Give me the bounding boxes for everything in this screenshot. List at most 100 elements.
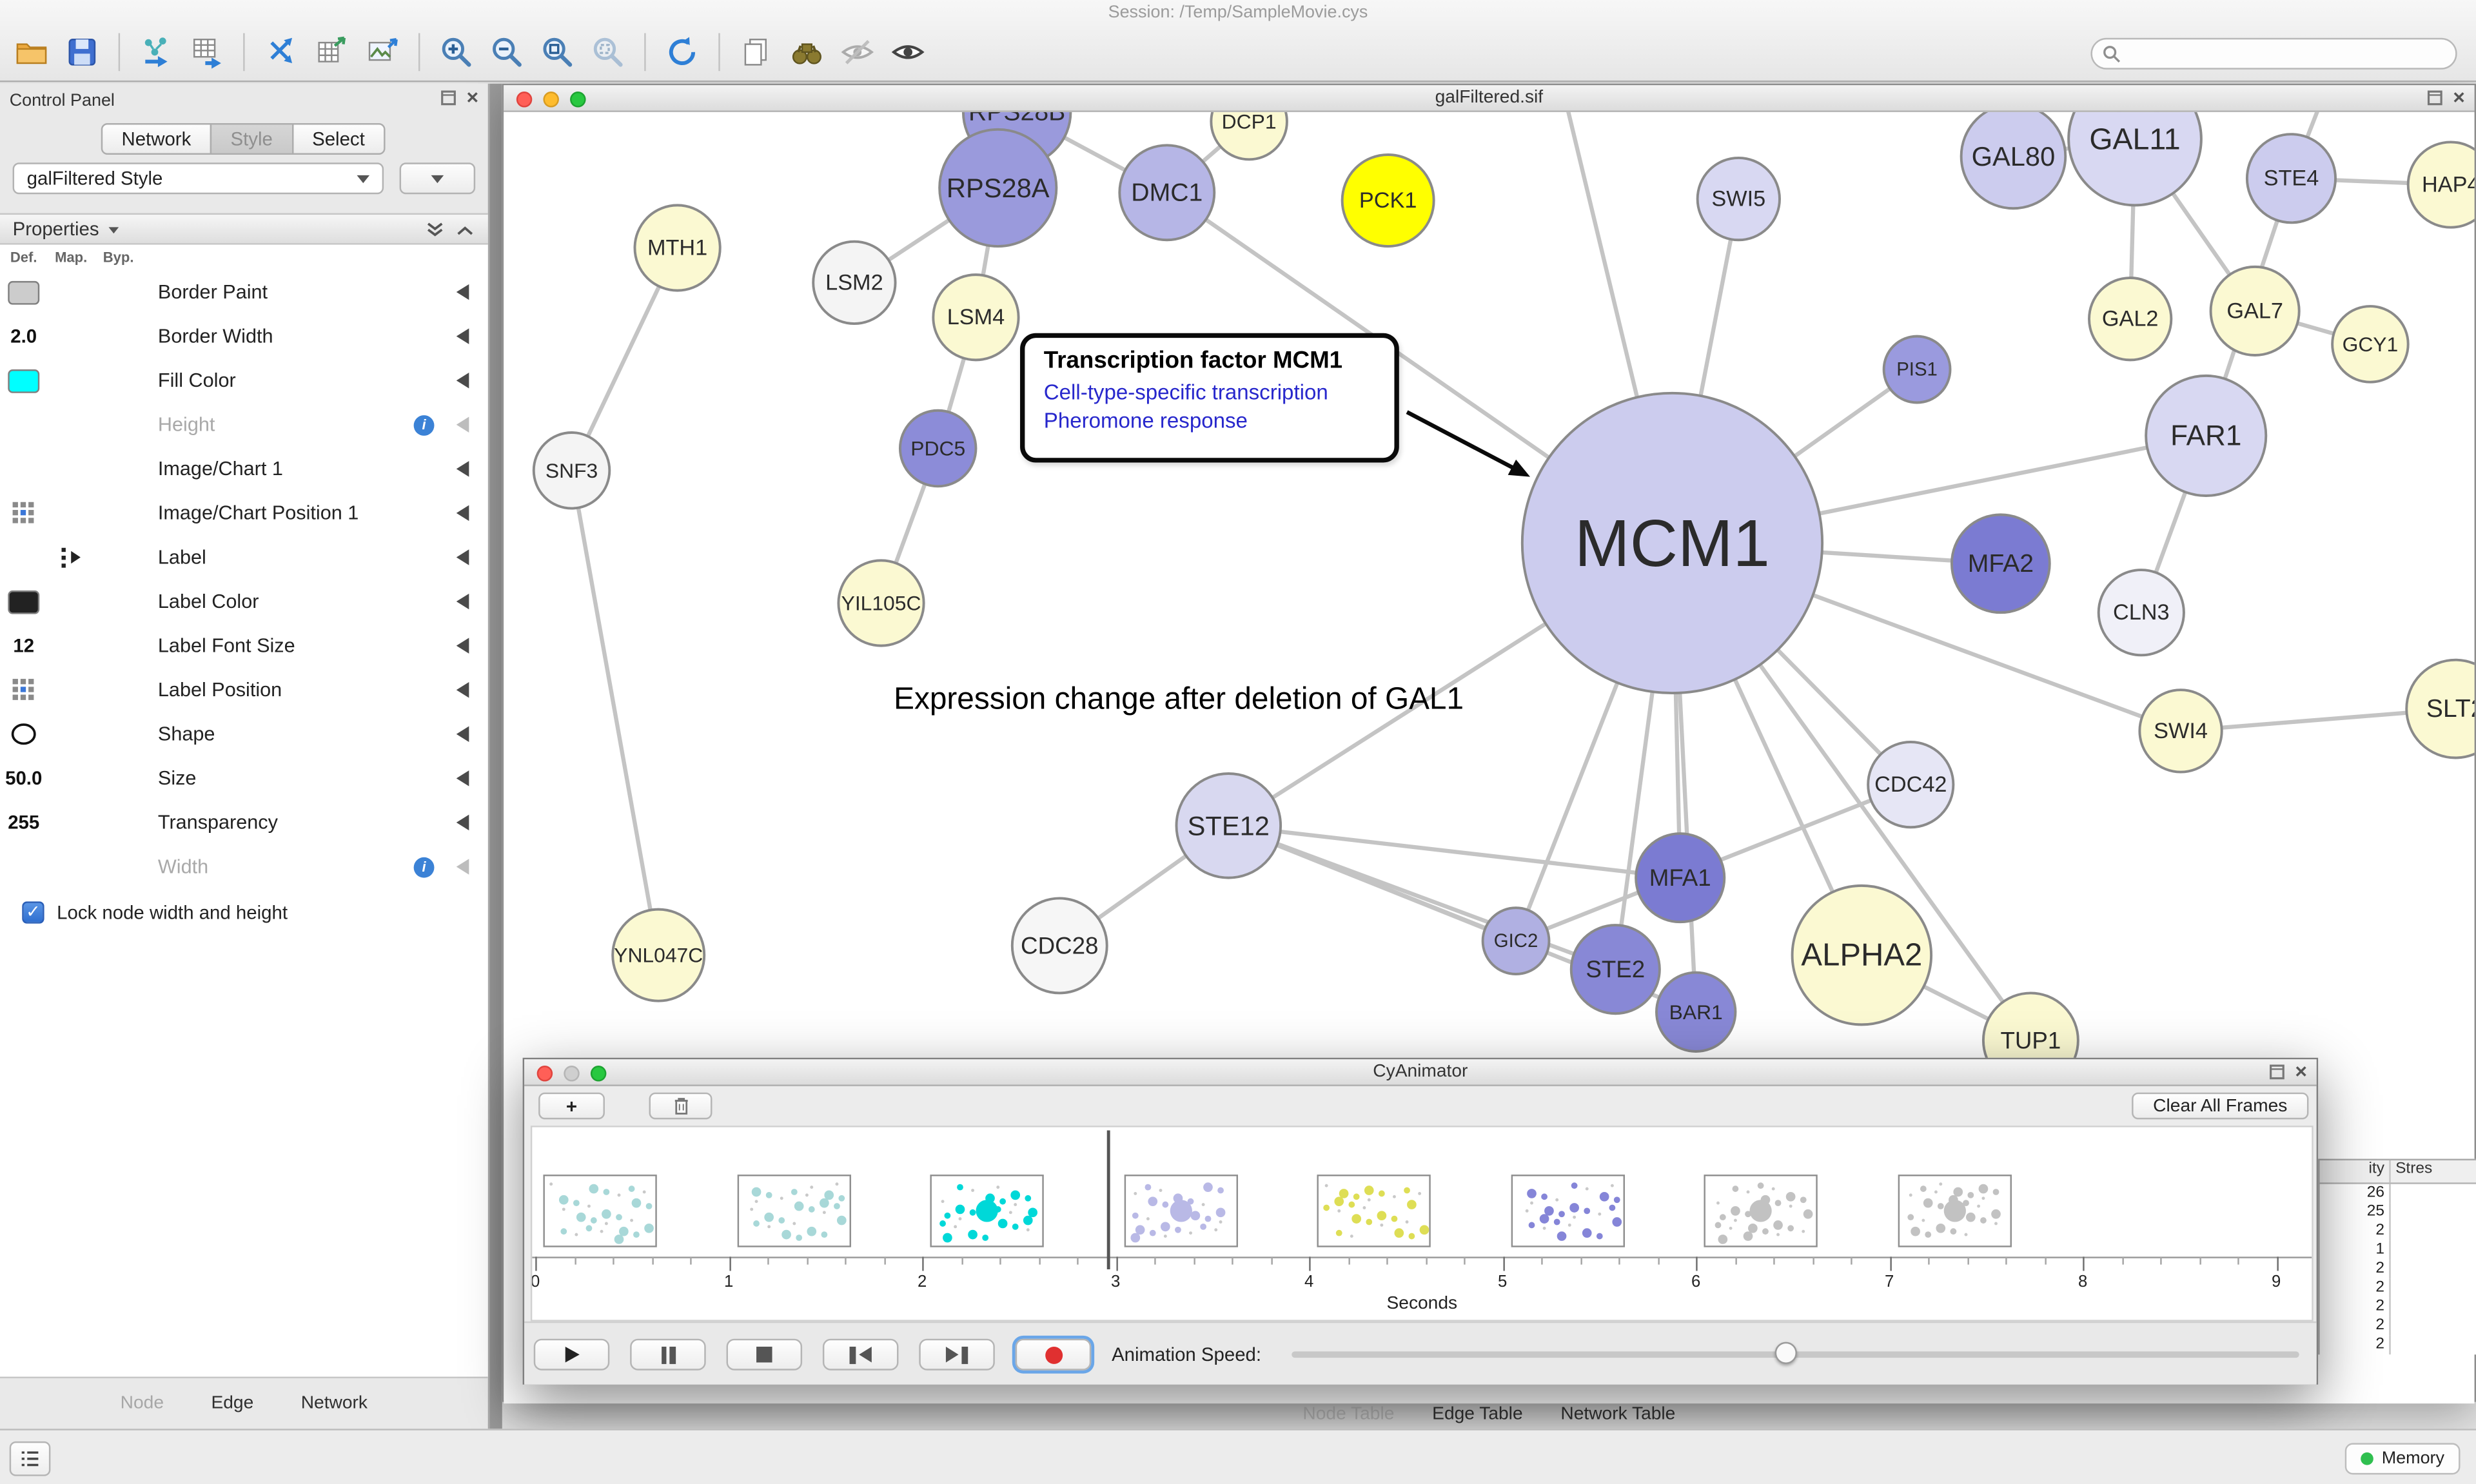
property-row[interactable]: Fill Color xyxy=(0,358,488,403)
zoom-in-button[interactable] xyxy=(431,30,482,75)
property-row[interactable]: Border Paint xyxy=(0,270,488,315)
open-session-button[interactable] xyxy=(6,30,57,75)
frame-thumbnail[interactable] xyxy=(930,1175,1044,1247)
node-gal80[interactable] xyxy=(1960,112,2067,210)
expand-arrow-icon[interactable] xyxy=(456,726,469,743)
node-cdc28[interactable] xyxy=(1010,897,1108,995)
tab-node-table[interactable]: Node Table xyxy=(1302,1405,1395,1424)
node-snf3[interactable] xyxy=(532,431,611,510)
memory-button[interactable]: Memory xyxy=(2345,1443,2461,1475)
network-edge[interactable] xyxy=(569,470,661,956)
property-value-cell[interactable]: 2.0 xyxy=(0,325,47,347)
float-panel-icon[interactable] xyxy=(441,90,457,106)
playhead[interactable] xyxy=(1106,1130,1110,1269)
property-value-cell[interactable]: 50.0 xyxy=(0,767,47,789)
node-ste4[interactable] xyxy=(2245,133,2337,224)
stop-button[interactable] xyxy=(726,1338,803,1371)
node-alpha2[interactable] xyxy=(1791,884,1933,1026)
import-table-button[interactable] xyxy=(182,30,232,75)
property-row[interactable]: Image/Chart 1 xyxy=(0,447,488,491)
node-gal11[interactable] xyxy=(2067,112,2203,207)
hide-selected-button[interactable] xyxy=(832,30,883,75)
export-image-button[interactable] xyxy=(357,30,407,75)
node-swi5[interactable] xyxy=(1696,156,1781,242)
float-window-icon[interactable] xyxy=(2428,90,2443,106)
slider-handle[interactable] xyxy=(1774,1342,1797,1364)
annotation-link[interactable]: Pheromone response xyxy=(1043,409,1248,433)
expand-arrow-icon[interactable] xyxy=(456,681,469,698)
tab-network-table[interactable]: Network Table xyxy=(1560,1405,1676,1424)
annotation-link[interactable]: Cell-type-specific transcription xyxy=(1043,380,1328,404)
float-window-icon[interactable] xyxy=(2270,1064,2285,1080)
column-header[interactable]: ity xyxy=(2368,1160,2384,1178)
frame-thumbnail[interactable] xyxy=(1897,1175,2011,1247)
expand-arrow-icon[interactable] xyxy=(456,814,469,831)
tab-node[interactable]: Node xyxy=(120,1394,164,1413)
zoom-selected-button[interactable] xyxy=(583,30,633,75)
node-bar1[interactable] xyxy=(1655,971,1737,1053)
tab-network[interactable]: Network xyxy=(101,123,212,155)
node-cdc42[interactable] xyxy=(1867,741,1955,829)
tab-edge-table[interactable]: Edge Table xyxy=(1432,1405,1523,1424)
style-selector[interactable]: galFiltered Style xyxy=(12,162,384,195)
node-mfa2[interactable] xyxy=(1950,513,2051,614)
node-lsm2[interactable] xyxy=(812,240,897,326)
property-value-cell[interactable] xyxy=(0,280,47,304)
node-yil105c[interactable] xyxy=(837,559,925,647)
export-network-button[interactable] xyxy=(256,30,306,75)
frame-thumbnail[interactable] xyxy=(736,1175,850,1247)
node-gal2[interactable] xyxy=(2088,277,2173,362)
column-header[interactable]: Stres xyxy=(2389,1160,2476,1183)
property-value-cell[interactable] xyxy=(0,678,47,703)
expand-arrow-icon[interactable] xyxy=(456,505,469,522)
network-window-titlebar[interactable]: galFiltered.sif xyxy=(504,85,2475,112)
node-ynl047c[interactable] xyxy=(611,908,706,1002)
search-field[interactable] xyxy=(2090,37,2457,70)
lock-size-checkbox[interactable]: Lock node width and height xyxy=(0,893,488,932)
property-value-cell[interactable] xyxy=(0,589,47,614)
property-row[interactable]: Image/Chart Position 1 xyxy=(0,491,488,536)
node-mfa1[interactable] xyxy=(1635,832,1726,924)
expand-arrow-icon[interactable] xyxy=(456,593,469,610)
expand-arrow-icon[interactable] xyxy=(456,638,469,654)
refresh-view-button[interactable] xyxy=(657,30,707,75)
clear-all-frames-button[interactable]: Clear All Frames xyxy=(2132,1092,2309,1120)
property-row[interactable]: Label xyxy=(0,535,488,580)
tab-select[interactable]: Select xyxy=(291,123,386,155)
minimize-window-button[interactable] xyxy=(564,1064,580,1081)
node-gic2[interactable] xyxy=(1481,906,1551,975)
node-gal7[interactable] xyxy=(2209,265,2301,356)
close-panel-icon[interactable] xyxy=(466,90,478,106)
property-row[interactable]: Shape xyxy=(0,712,488,756)
frame-thumbnail[interactable] xyxy=(1510,1175,1624,1247)
add-frame-button[interactable]: + xyxy=(538,1092,605,1120)
property-value-cell[interactable] xyxy=(0,500,47,525)
property-value-cell[interactable]: 255 xyxy=(0,812,47,834)
node-pis1[interactable] xyxy=(1882,335,1952,404)
expand-arrow-icon[interactable] xyxy=(456,372,469,389)
step-forward-button[interactable] xyxy=(919,1338,995,1371)
maximize-window-button[interactable] xyxy=(590,1064,607,1081)
node-swi4[interactable] xyxy=(2138,688,2223,774)
annotation-box[interactable]: Transcription factor MCM1 Cell-type-spec… xyxy=(1020,333,1399,463)
node-pck1[interactable] xyxy=(1341,153,1435,248)
pause-button[interactable] xyxy=(630,1338,706,1371)
node-pdc5[interactable] xyxy=(898,409,978,488)
cyanimator-titlebar[interactable]: CyAnimator xyxy=(524,1059,2317,1086)
collapse-all-icon[interactable] xyxy=(455,219,475,240)
node-gcy1[interactable] xyxy=(2331,305,2410,384)
node-lsm4[interactable] xyxy=(932,273,1020,362)
node-dmc1[interactable] xyxy=(1118,144,1216,242)
show-all-button[interactable] xyxy=(883,30,933,75)
copy-button[interactable] xyxy=(731,30,781,75)
node-cln3[interactable] xyxy=(2097,569,2185,657)
step-back-button[interactable] xyxy=(822,1338,899,1371)
expand-arrow-icon[interactable] xyxy=(456,859,469,875)
expand-arrow-icon[interactable] xyxy=(456,284,469,300)
